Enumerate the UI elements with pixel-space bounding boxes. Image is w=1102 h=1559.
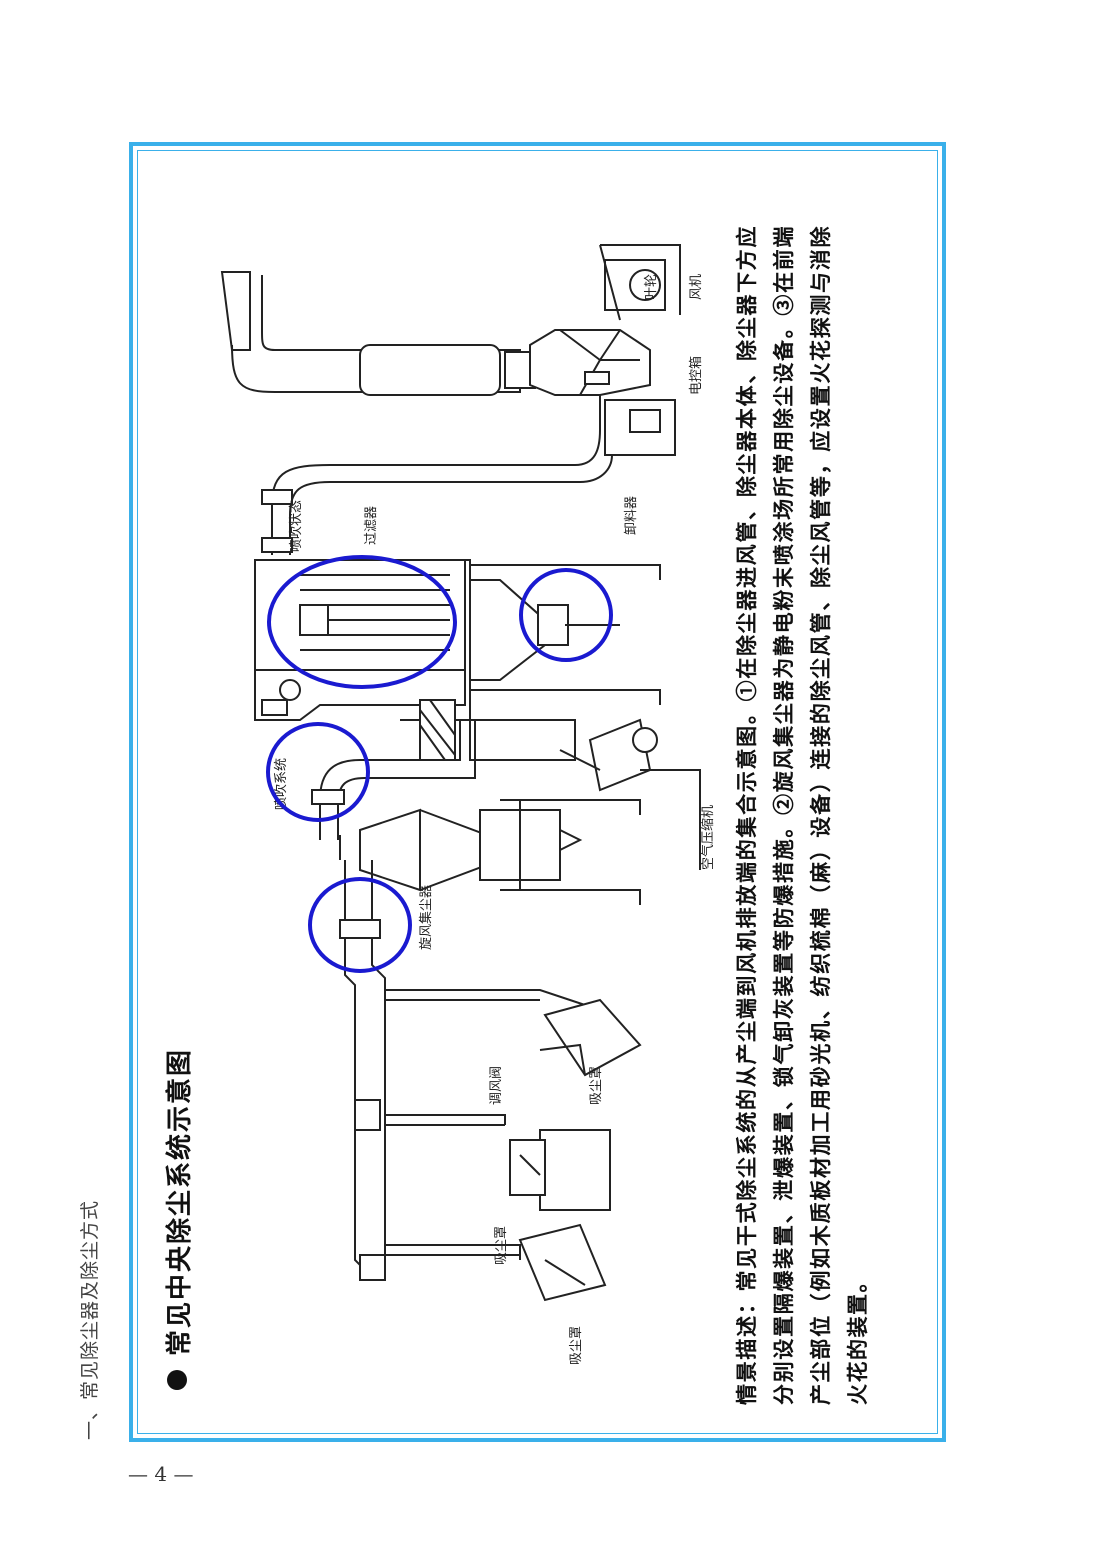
inlet-ducts: 调风阀 [339, 860, 601, 1281]
filter-label: 过滤器 [364, 506, 379, 545]
cyclone-collector: 旋风集尘器 [339, 799, 641, 950]
scenario-description: 情景描述：常见干式除尘系统的从产尘端到风机排放端的集合示意图。①在除尘器进风管、… [734, 225, 870, 1405]
machine-hood-3: 吸尘罩 [518, 1223, 607, 1365]
page-number: — 4 — [128, 1462, 194, 1486]
hood-1-label: 吸尘罩 [589, 1066, 604, 1105]
discharger-label: 卸料器 [623, 496, 639, 535]
fan-wheel-label: 叶轮 [644, 274, 659, 300]
highlight-discharger [519, 568, 613, 662]
air-compressor: 空气压缩机 [559, 718, 716, 870]
control-box-label: 电控箱 [688, 356, 704, 395]
highlight-markers [266, 555, 613, 973]
blowback-label: 喷吹系统 [274, 758, 289, 810]
highlight-filter-body [267, 555, 457, 689]
hood-3-label: 吸尘罩 [569, 1326, 584, 1365]
cyclone-label: 旋风集尘器 [418, 885, 434, 950]
baghouse-filter: 过滤器 [254, 506, 471, 721]
hopper-and-legs: 卸料器 [419, 496, 661, 761]
control-box: 电控箱 [604, 356, 704, 456]
exhaust-stack [220, 271, 536, 396]
damper-label: 调风阀 [489, 1066, 504, 1105]
content-frame [129, 142, 946, 1442]
hood-2-label: 吸尘罩 [494, 1226, 509, 1265]
highlight-inlet-duct [308, 877, 412, 973]
air-compressor-label: 空气压缩机 [700, 805, 716, 870]
pulse-valve-label: 喷吹状态 [289, 500, 304, 552]
fan-unit: 叶轮 风机 [529, 244, 704, 396]
machine-hood-2: 吸尘罩 [494, 1129, 611, 1265]
highlight-blowback-duct [266, 722, 370, 822]
fan-label: 风机 [689, 274, 704, 300]
machine-hood-1: 吸尘罩 [539, 998, 642, 1105]
